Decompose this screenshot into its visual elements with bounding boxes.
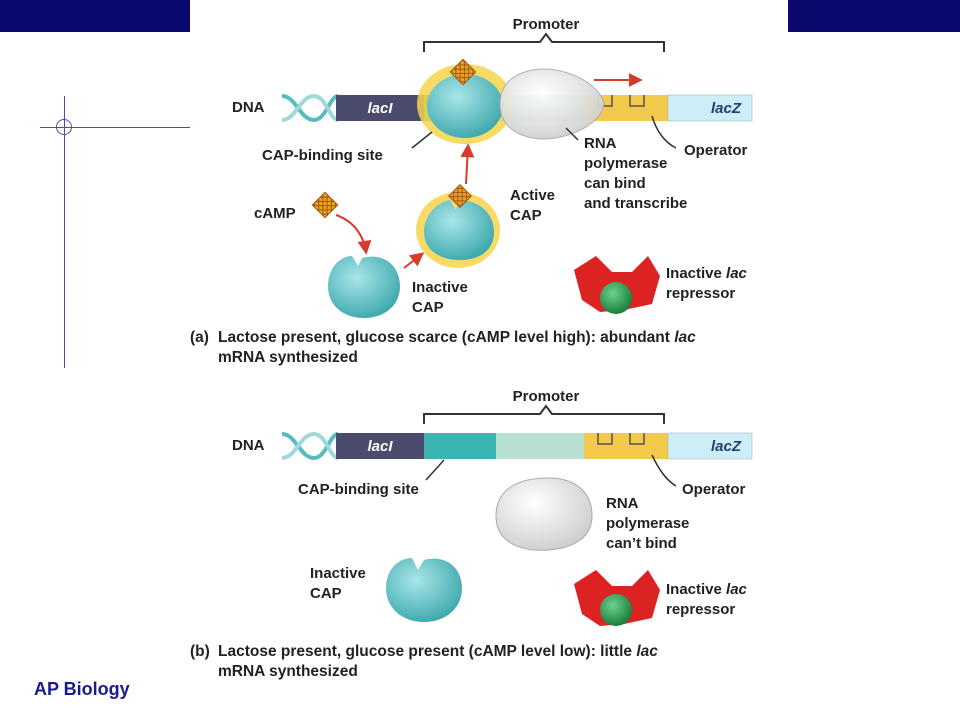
decorative-horizontal-line <box>40 127 190 128</box>
title-bar-left <box>0 0 190 32</box>
cap-site-pointer-b <box>425 459 445 481</box>
dna-label-b: DNA <box>232 437 265 454</box>
panel-b: Promoter DNA lacI lacZ CAP-binding site … <box>190 388 753 680</box>
operator-label-b: Operator <box>682 481 746 498</box>
rna-pol-label-a: RNA polymerase can bind and transcribe <box>584 135 687 212</box>
dna-helix-icon <box>281 93 339 123</box>
operator-pointer-b <box>651 454 677 487</box>
cap-binding-site-label-b: CAP-binding site <box>298 481 419 498</box>
cap-site-segment-b <box>424 433 496 459</box>
lacz-gene-b <box>667 432 753 460</box>
dna-helix-icon-b <box>281 431 339 461</box>
laci-gene-b <box>336 433 424 459</box>
activation-arrow-icon <box>403 252 425 269</box>
camp-label: cAMP <box>254 205 296 222</box>
inactive-cap-a <box>328 256 400 318</box>
operator-pointer <box>651 115 677 149</box>
laci-label: lacI <box>367 100 393 117</box>
lacz-label-b: lacZ <box>711 438 742 455</box>
footer-label: AP Biology <box>34 679 130 699</box>
crosshair-circle-icon <box>56 119 72 135</box>
active-cap-free <box>424 200 494 260</box>
rna-pol-pointer <box>565 127 579 141</box>
inactive-cap-label-b: Inactive CAP <box>310 565 370 602</box>
camp-bound-icon <box>449 58 477 86</box>
promoter-label-b: Promoter <box>513 388 580 405</box>
binding-arrow-icon <box>460 143 475 185</box>
rna-pol-label-b: RNA polymerase can’t bind <box>606 495 694 552</box>
caption-b: (b) Lactose present, glucose present (cA… <box>190 643 662 680</box>
promoter-bracket-b <box>423 404 665 424</box>
inactive-repressor-a <box>574 256 660 314</box>
inactive-repressor-label-a: Inactive lac repressor <box>666 265 751 302</box>
rna-polymerase-bound <box>499 68 605 140</box>
camp-on-cap-icon <box>447 183 473 209</box>
lacz-label: lacZ <box>711 100 742 117</box>
operator-segment-b <box>584 433 668 459</box>
rna-polymerase-free <box>495 477 593 551</box>
lacz-gene <box>667 94 753 122</box>
operator-notches-b <box>597 433 645 445</box>
cap-binding-site-label: CAP-binding site <box>262 147 383 164</box>
inactive-cap-label-a: Inactive CAP <box>412 279 472 316</box>
laci-gene <box>336 95 424 121</box>
dna-label: DNA <box>232 99 265 116</box>
operator-label-a: Operator <box>684 142 748 159</box>
bound-active-cap <box>427 74 503 138</box>
promoter-bracket <box>423 32 665 52</box>
polymerase-site-segment-b <box>496 433 584 459</box>
title-bar-right <box>788 0 960 32</box>
cap-site-pointer <box>411 131 433 149</box>
camp-arrow-icon <box>335 214 372 255</box>
caption-a: (a) Lactose present, glucose scarce (cAM… <box>190 329 700 366</box>
inactive-cap-b <box>386 558 462 622</box>
panel-a: Promoter DNA lacI lacZ CAP-binding site … <box>190 16 753 366</box>
promoter-label: Promoter <box>513 16 580 33</box>
laci-label-b: lacI <box>367 438 393 455</box>
active-cap-label: Active CAP <box>510 187 559 224</box>
inactive-repressor-b <box>574 570 660 626</box>
camp-icon <box>311 191 339 219</box>
decorative-vertical-line <box>64 96 65 368</box>
inactive-repressor-label-b: Inactive lac repressor <box>666 581 751 618</box>
